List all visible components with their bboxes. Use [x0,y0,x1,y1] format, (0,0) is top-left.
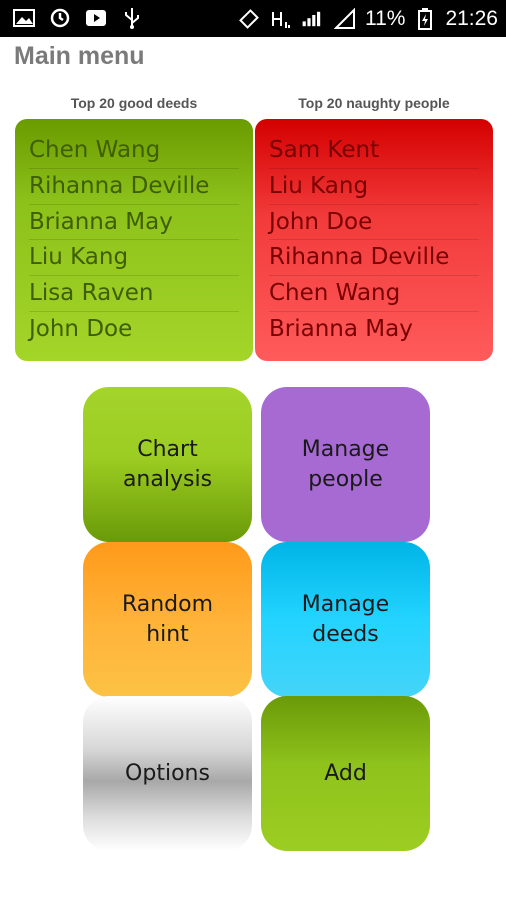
list-item[interactable]: Brianna May [29,205,239,241]
sync-icon [48,6,72,30]
manage-deeds-button[interactable]: Manage deeds [261,542,430,697]
good-deeds-list: Chen Wang Rihanna Deville Brianna May Li… [15,119,253,361]
list-item[interactable]: Rihanna Deville [29,169,239,205]
list-item[interactable]: Sam Kent [269,133,479,169]
youtube-icon [84,6,108,30]
battery-percent: 11% [364,7,406,30]
options-button[interactable]: Options [83,696,252,851]
list-item[interactable]: John Doe [269,205,479,241]
signal-h-icon [269,7,293,31]
wifi-off-icon [333,7,357,31]
list-item[interactable]: John Doe [29,315,133,342]
list-item[interactable]: Chen Wang [269,276,479,312]
battery-charging-icon [413,7,437,31]
image-icon [12,6,36,30]
add-button[interactable]: Add [261,696,430,851]
system-indicators: 11% 21:26 [237,4,498,34]
list-item[interactable]: Chen Wang [29,133,239,169]
naughty-people-list: Sam Kent Liu Kang John Doe Rihanna Devil… [255,119,493,361]
list-item[interactable]: Liu Kang [29,240,239,277]
signal-bars-icon [301,7,325,31]
page-title: Main menu [14,42,145,70]
chart-analysis-button[interactable]: Chart analysis [83,387,252,542]
notification-icons [12,6,144,30]
naughty-people-header: Top 20 naughty people [298,95,450,111]
list-item[interactable]: Brianna May [269,315,413,342]
clock: 21:26 [445,7,498,30]
list-item[interactable]: Liu Kang [269,169,479,205]
vibrate-icon [237,7,261,31]
random-hint-button[interactable]: Random hint [83,542,252,697]
usb-icon [120,6,144,30]
good-deeds-header: Top 20 good deeds [70,95,198,111]
status-bar: 11% 21:26 [0,0,506,37]
list-item[interactable]: Rihanna Deville [269,240,479,277]
manage-people-button[interactable]: Manage people [261,387,430,542]
list-item[interactable]: Lisa Raven [29,276,239,312]
